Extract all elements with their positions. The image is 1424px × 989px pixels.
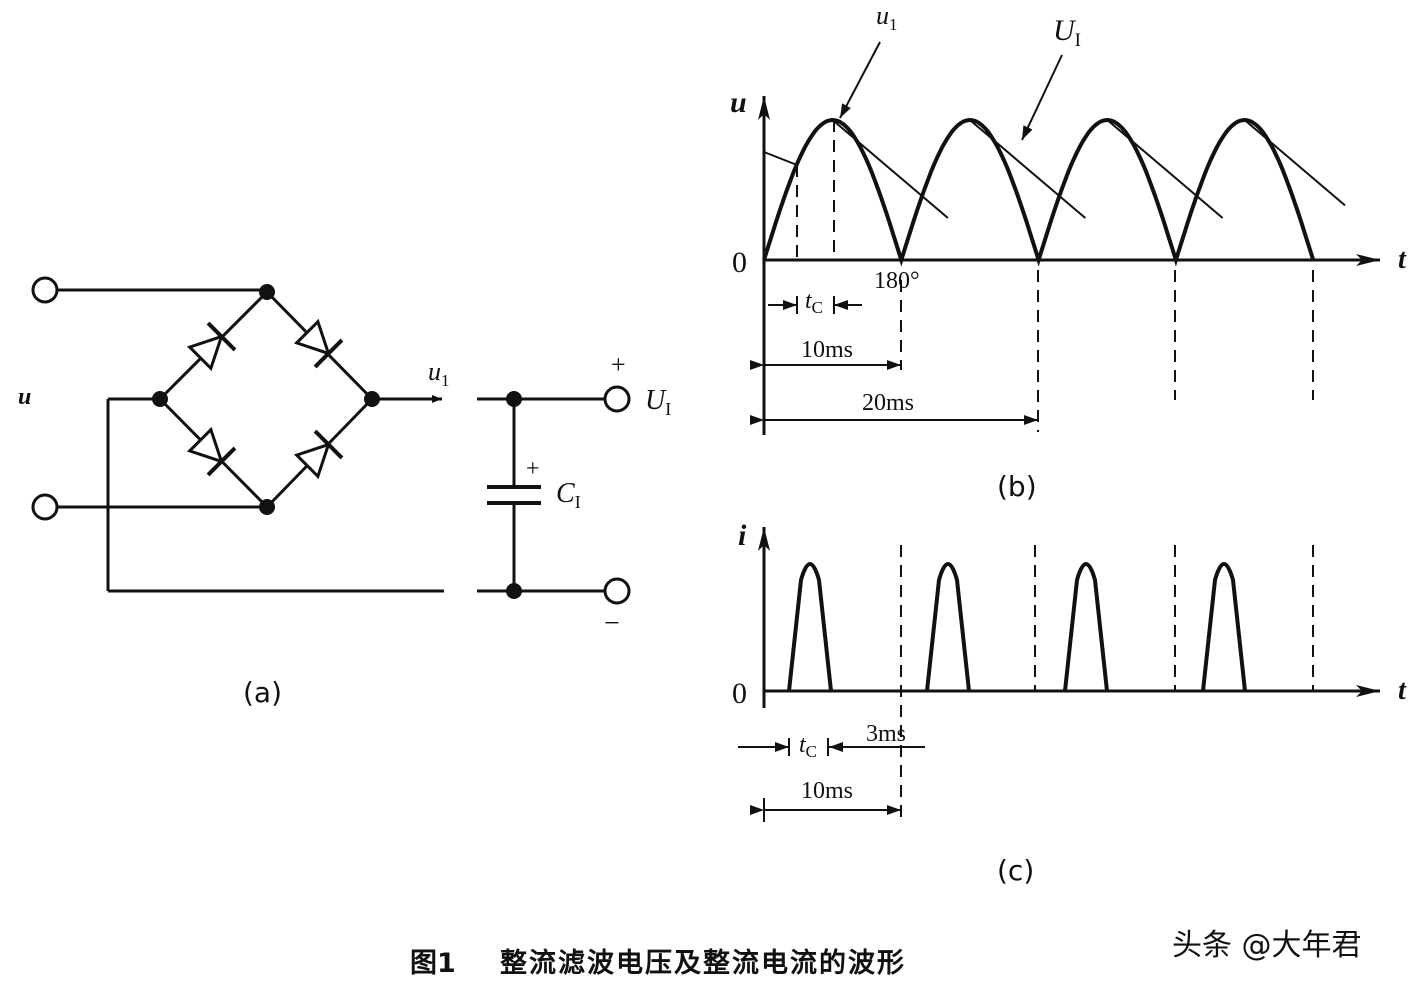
diode-d3 <box>186 426 237 477</box>
watermark: 头条 @大年君 <box>1172 928 1362 963</box>
junction-dot <box>259 499 275 515</box>
callout-label-u1: u1 <box>876 1 898 34</box>
label-cap-plus: + <box>526 456 540 482</box>
diode-d1 <box>186 321 237 372</box>
current-pulse <box>1063 562 1109 692</box>
diode-d2 <box>293 318 344 369</box>
label-u1: u1 <box>428 357 450 390</box>
angle-label: 180° <box>874 268 920 294</box>
axis-label-t: t <box>1398 244 1407 275</box>
junction-dot <box>506 583 522 599</box>
dim-10ms-label: 10ms <box>801 337 853 363</box>
tc-label: tC <box>805 288 823 317</box>
dim-20ms-label: 20ms <box>862 390 914 416</box>
label-output-minus: − <box>604 608 620 639</box>
input-terminal-top <box>31 276 59 304</box>
caption-number: 图1 <box>410 948 456 979</box>
panel-label-a: (a) <box>243 676 282 709</box>
callout-arrow-u1 <box>839 41 881 119</box>
label-CI: CI <box>556 478 581 512</box>
panel-label-b: (b) <box>997 470 1037 503</box>
axis-label-u: u <box>730 86 747 119</box>
rectified-voltage-u1 <box>762 117 1316 267</box>
dim-10ms-label: 10ms <box>801 778 853 804</box>
filtered-voltage-UI <box>763 119 1346 219</box>
output-terminal-bottom <box>603 577 631 605</box>
bridge-rectifier-circuit <box>31 276 631 605</box>
tc-label: tC <box>799 732 817 761</box>
axis-label-i: i <box>738 519 747 552</box>
caption-title: 整流滤波电压及整流电流的波形 <box>500 947 906 979</box>
current-waveform-plot <box>738 527 1380 822</box>
current-pulse <box>787 562 833 692</box>
junction-dot <box>364 391 380 407</box>
callout-label-UI: UI <box>1053 14 1081 51</box>
current-pulse <box>1201 562 1247 692</box>
label-output-plus: + <box>611 350 626 379</box>
panel-label-c: (c) <box>997 854 1034 887</box>
current-pulse <box>925 562 971 692</box>
origin-label: 0 <box>732 246 747 279</box>
origin-label: 0 <box>732 677 747 710</box>
callout-arrow-UI <box>1021 54 1063 141</box>
dim-3ms-label: 3ms <box>866 721 906 747</box>
axis-label-t: t <box>1398 675 1407 706</box>
voltage-waveform-plot <box>750 41 1380 435</box>
output-terminal-top <box>603 385 631 413</box>
input-terminal-bottom <box>31 493 59 521</box>
junction-dot <box>259 284 275 300</box>
label-input-u: u <box>18 384 31 410</box>
diode-d4 <box>293 429 344 480</box>
junction-dot <box>506 391 522 407</box>
junction-dot <box>152 391 168 407</box>
label-UI: UI <box>645 385 671 419</box>
